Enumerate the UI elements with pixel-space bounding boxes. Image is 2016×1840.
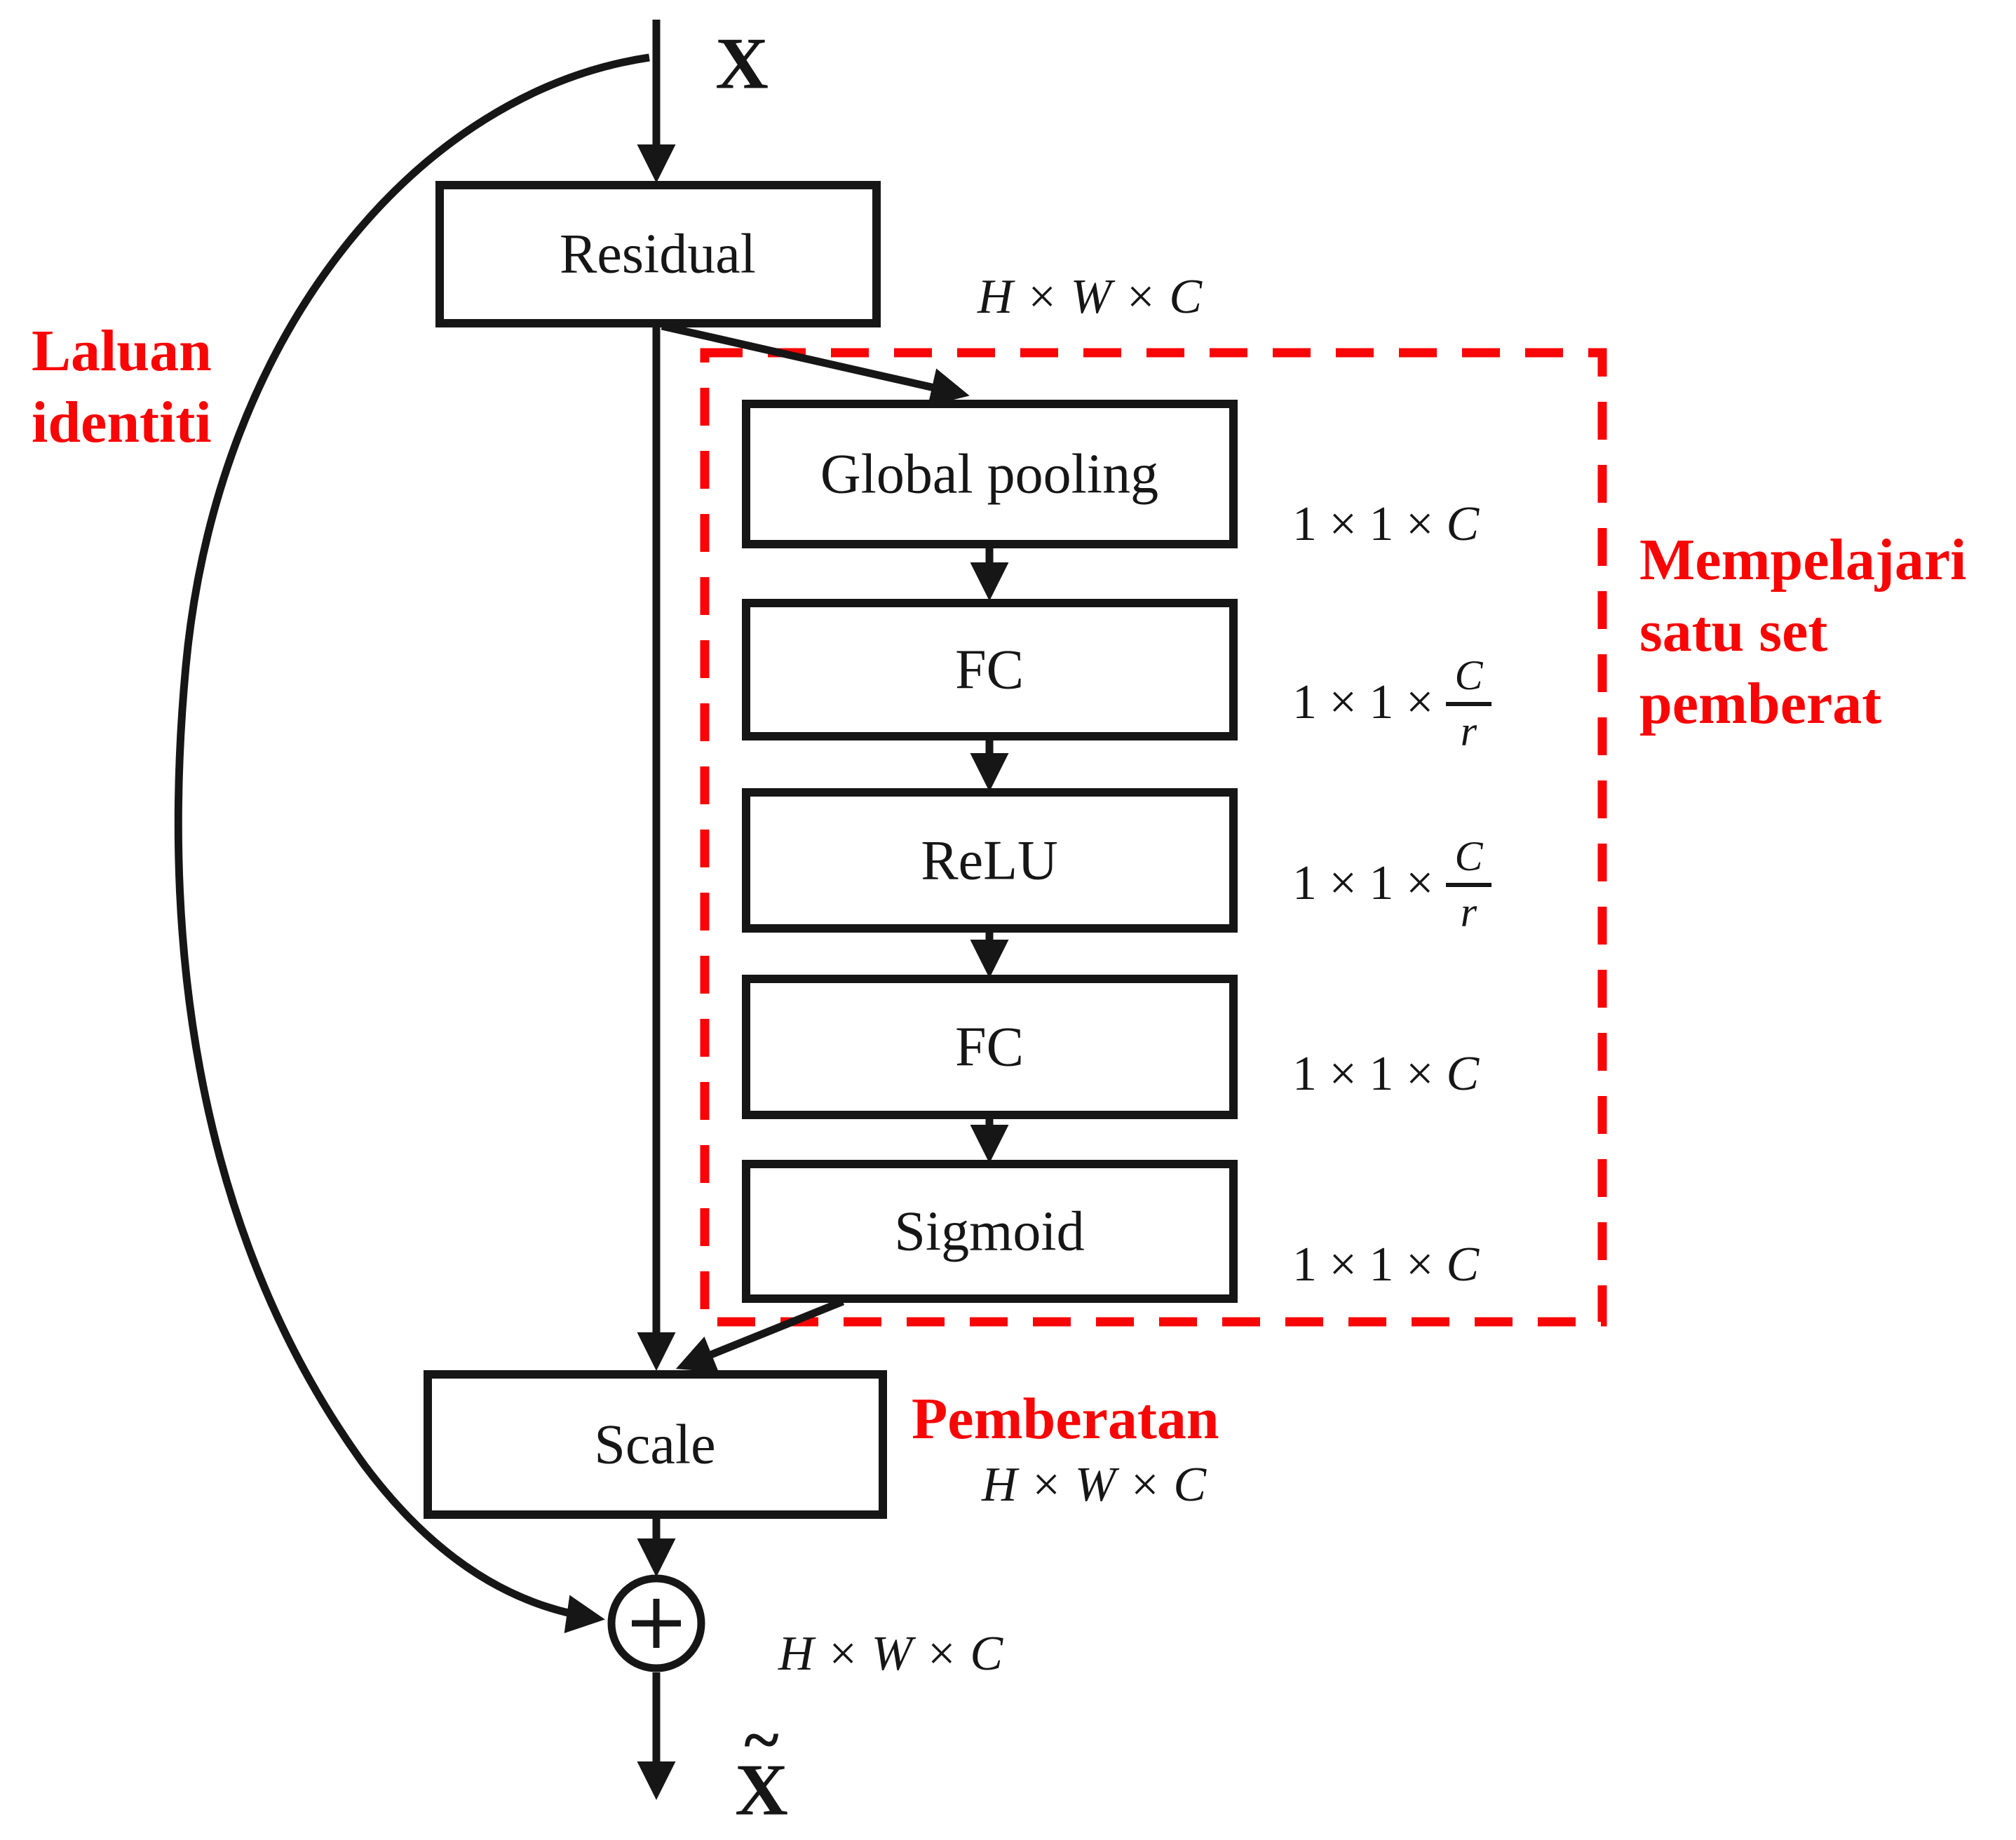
dim-sigmoid-out: 1 × 1 ×C [1292,1237,1479,1293]
dim-fraction: C r [1446,653,1491,752]
relu-box-rect [742,788,1238,933]
annotation-line: identiti [32,390,212,456]
dim-variable: C [1446,497,1480,551]
scale-box-rect [424,1370,887,1519]
dim-fraction: C r [1446,834,1491,933]
dim-prefix: 1 × 1 × [1292,675,1434,729]
global-pooling-box-rect [742,400,1238,548]
fraction-numerator: C [1446,653,1491,706]
dim-residual-out: H × W × C [977,270,1203,324]
annotation-line: Mempelajari [1639,527,1967,593]
dim-prefix: 1 × 1 × [1292,856,1434,910]
dim-variable: C [1446,1047,1480,1101]
residual-label: Residual [560,223,756,285]
dim-fc1-out: 1 × 1 × C r [1292,653,1491,752]
add-operator [607,1574,705,1672]
arrow-residual-to-global-pooling [661,322,970,407]
fc1-label: FC [955,639,1024,701]
dim-scale-out: H × W × C [981,1458,1207,1512]
connector-arrows [174,20,1009,1800]
annotation-laluan-identiti: Laluan identiti [32,316,212,459]
plus-icon [632,1599,681,1648]
dim-global-pooling-out: 1 × 1 ×C [1292,496,1479,553]
fraction-numerator: C [1446,834,1491,887]
annotation-line: satu set [1639,599,1828,665]
dim-fc2-out: 1 × 1 ×C [1292,1046,1479,1102]
dim-prefix: 1 × 1 × [1292,1047,1434,1101]
relu-label: ReLU [921,830,1058,892]
dim-relu-out: 1 × 1 × C r [1292,834,1491,933]
fraction-denominator: r [1460,708,1477,755]
dim-prefix: 1 × 1 × [1292,1238,1434,1292]
annotation-mempelajari: Mempelajari satu set pemberat [1639,525,1966,740]
dim-prefix: 1 × 1 × [1292,497,1434,551]
operation-boxes [424,181,1238,1519]
dim-sum-out: H × W × C [778,1627,1003,1681]
sigmoid-label: Sigmoid [894,1200,1085,1263]
input-label: X [715,22,769,104]
dim-variable: C [1446,1238,1480,1292]
fraction-denominator: r [1460,889,1477,935]
fc1-box-rect [742,599,1238,740]
fc2-label: FC [955,1016,1024,1078]
arrow-sigmoid-to-scale [675,1297,845,1373]
annotation-pemberatan: Pemberatan [912,1386,1219,1452]
weight-learning-dashed-box [700,348,1607,1327]
residual-box-rect [435,181,881,327]
global-pooling-label: Global pooling [820,443,1159,506]
identity-path-curve [174,53,650,1634]
output-tilde-mark: ~ [744,1703,779,1777]
scale-label: Scale [594,1414,716,1476]
sigmoid-box-rect [742,1160,1238,1303]
fc2-box-rect [742,975,1238,1119]
output-label: X [735,1748,788,1831]
annotation-line: pemberat [1639,670,1882,736]
annotation-line: Laluan [32,318,212,384]
